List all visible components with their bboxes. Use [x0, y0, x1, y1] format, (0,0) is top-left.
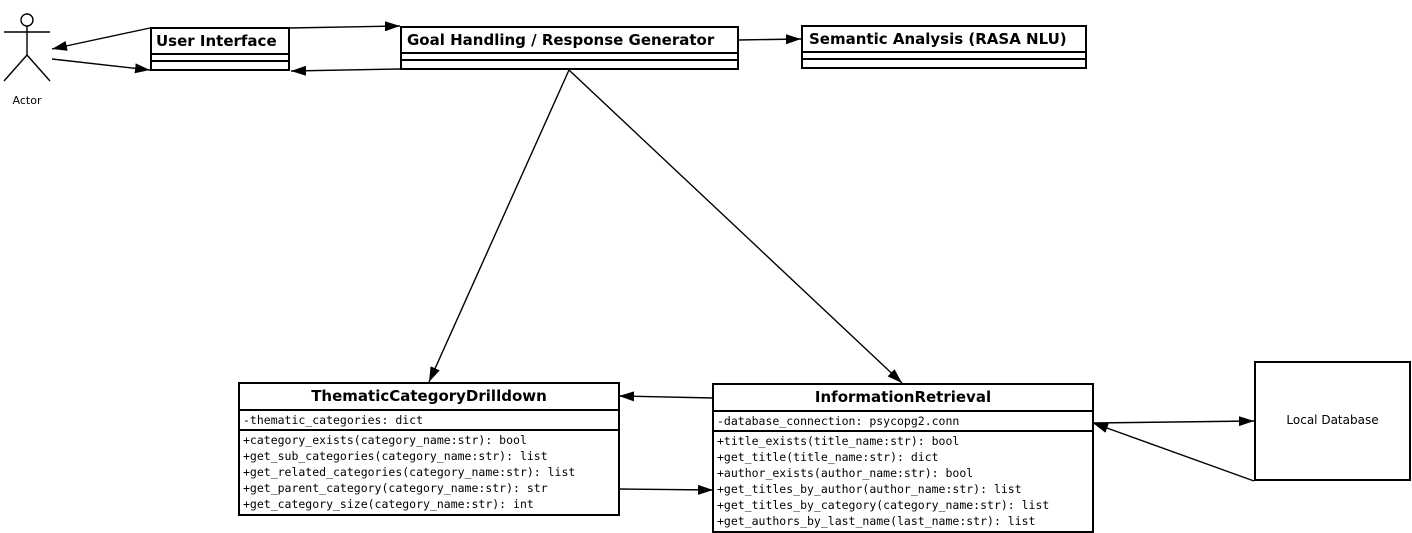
thematic-category-title: ThematicCategoryDrilldown	[311, 387, 547, 405]
arrow-goal-to-thematic	[428, 69, 570, 383]
info-method-get-authors-by-last-name: +get_authors_by_last_name(last_name:str)…	[717, 514, 1036, 528]
goal-handling-methods	[402, 59, 737, 66]
actor-figure	[3, 13, 51, 82]
info-method-get-titles-by-author: +get_titles_by_author(author_name:str): …	[717, 482, 1022, 496]
arrow-info-to-thematic	[618, 391, 714, 402]
info-method-get-titles-by-category: +get_titles_by_category(category_name:st…	[717, 498, 1050, 512]
arrow-ui-to-actor	[51, 27, 151, 51]
thematic-attributes: -thematic_categories: dict	[240, 409, 618, 429]
info-method-author-exists: +author_exists(author_name:str): bool	[717, 466, 974, 480]
thematic-method-category-exists: +category_exists(category_name:str): boo…	[243, 433, 527, 447]
arrow-db-to-info	[1092, 422, 1255, 482]
info-retrieval-methods: +title_exists(title_name:str): bool +get…	[714, 430, 1092, 529]
thematic-method-get-related-categories: +get_related_categories(category_name:st…	[243, 465, 576, 479]
actor-label: Actor	[12, 94, 42, 107]
info-method-get-title: +get_title(title_name:str): dict	[717, 450, 939, 464]
information-retrieval-class[interactable]: InformationRetrieval -database_connectio…	[712, 383, 1094, 533]
information-retrieval-title: InformationRetrieval	[814, 388, 992, 406]
goal-handling-title: Goal Handling / Response Generator	[407, 31, 715, 49]
arrow-ui-to-goal	[288, 21, 401, 32]
user-interface-title: User Interface	[156, 32, 277, 50]
user-interface-class[interactable]: User Interface	[150, 27, 290, 71]
semantic-analysis-title: Semantic Analysis (RASA NLU)	[809, 30, 1067, 48]
goal-handling-attributes	[402, 52, 737, 59]
local-database-label: Local Database	[1286, 413, 1379, 427]
thematic-category-class[interactable]: ThematicCategoryDrilldown -thematic_cate…	[238, 382, 620, 516]
user-interface-methods	[152, 60, 288, 67]
local-database-node[interactable]: Local Database	[1254, 361, 1411, 481]
semantic-analysis-class[interactable]: Semantic Analysis (RASA NLU)	[801, 25, 1087, 69]
goal-handling-class[interactable]: Goal Handling / Response Generator	[400, 26, 739, 70]
arrow-goal-to-info	[568, 69, 903, 384]
thematic-attribute: -thematic_categories: dict	[243, 413, 424, 427]
info-retrieval-attributes: -database_connection: psycopg2.conn	[714, 410, 1092, 430]
arrow-goal-to-ui	[290, 65, 401, 76]
semantic-analysis-attributes	[803, 51, 1085, 58]
arrow-info-to-db	[1077, 416, 1255, 429]
semantic-analysis-methods	[803, 58, 1085, 65]
arrow-thematic-to-info	[618, 484, 714, 495]
arrow-actor-to-ui	[51, 58, 151, 74]
info-method-title-exists: +title_exists(title_name:str): bool	[717, 434, 960, 448]
thematic-method-get-sub-categories: +get_sub_categories(category_name:str): …	[243, 449, 548, 463]
arrow-goal-to-semantic	[737, 34, 802, 45]
user-interface-attributes	[152, 53, 288, 60]
thematic-method-get-parent-category: +get_parent_category(category_name:str):…	[243, 481, 548, 495]
info-retrieval-attribute: -database_connection: psycopg2.conn	[717, 414, 960, 428]
thematic-methods: +category_exists(category_name:str): boo…	[240, 429, 618, 512]
thematic-method-get-category-size: +get_category_size(category_name:str): i…	[243, 497, 534, 511]
